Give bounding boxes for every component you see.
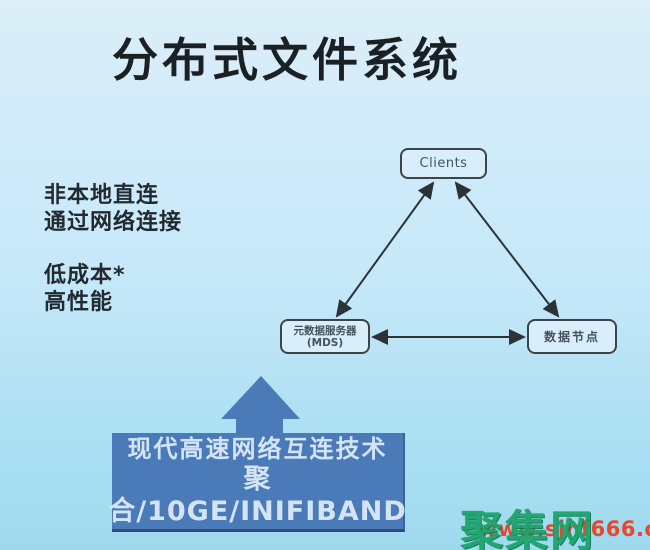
- network-tech-banner: 现代高速网络互连技术 聚合/10GE/INIFIBAND: [108, 433, 406, 532]
- notes-connection: 非本地直连 通过网络连接: [44, 182, 182, 236]
- edge-clients-datanode: [454, 181, 560, 318]
- page-title: 分布式文件系统: [112, 33, 462, 87]
- edge-clients-mds: [335, 181, 435, 318]
- banner-line2: 聚合/10GE/INIFIBAND: [108, 464, 407, 527]
- node-label: 数据节点: [543, 330, 600, 344]
- note-line: 高性能: [44, 290, 114, 315]
- note-line: 通过网络连接: [44, 210, 183, 235]
- diagram-node-clients: Clients: [400, 148, 487, 179]
- banner-line1: 现代高速网络互连技术: [127, 435, 388, 463]
- notes-benefits: 低成本* 高性能: [44, 262, 126, 316]
- note-line: 非本地直连: [44, 183, 160, 208]
- note-line: 低成本*: [44, 263, 126, 288]
- node-label: 元数据服务器: [293, 324, 357, 337]
- diagram-node-datanode: 数据节点: [527, 319, 617, 354]
- node-sublabel: (MDS): [306, 336, 344, 349]
- diagram-node-mds: 元数据服务器 (MDS): [280, 319, 370, 354]
- big-up-arrow: [221, 376, 300, 437]
- node-label: Clients: [419, 156, 468, 171]
